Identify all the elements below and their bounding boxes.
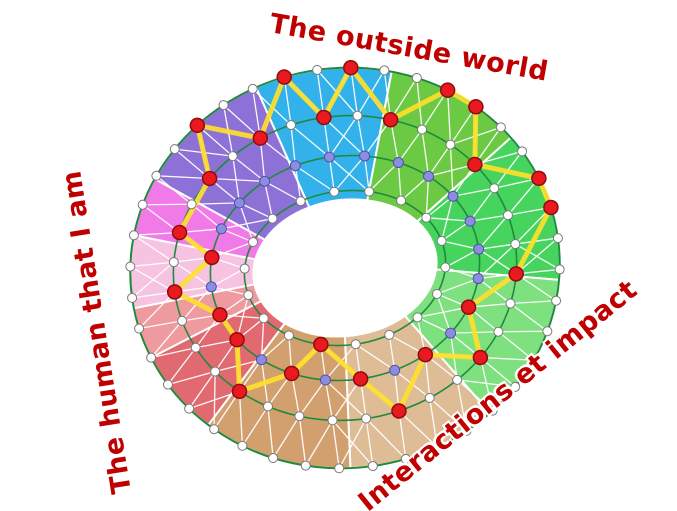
wheel-diagram: The outside world The human that I am In…	[56, 8, 644, 511]
wheel-svg	[125, 59, 565, 474]
